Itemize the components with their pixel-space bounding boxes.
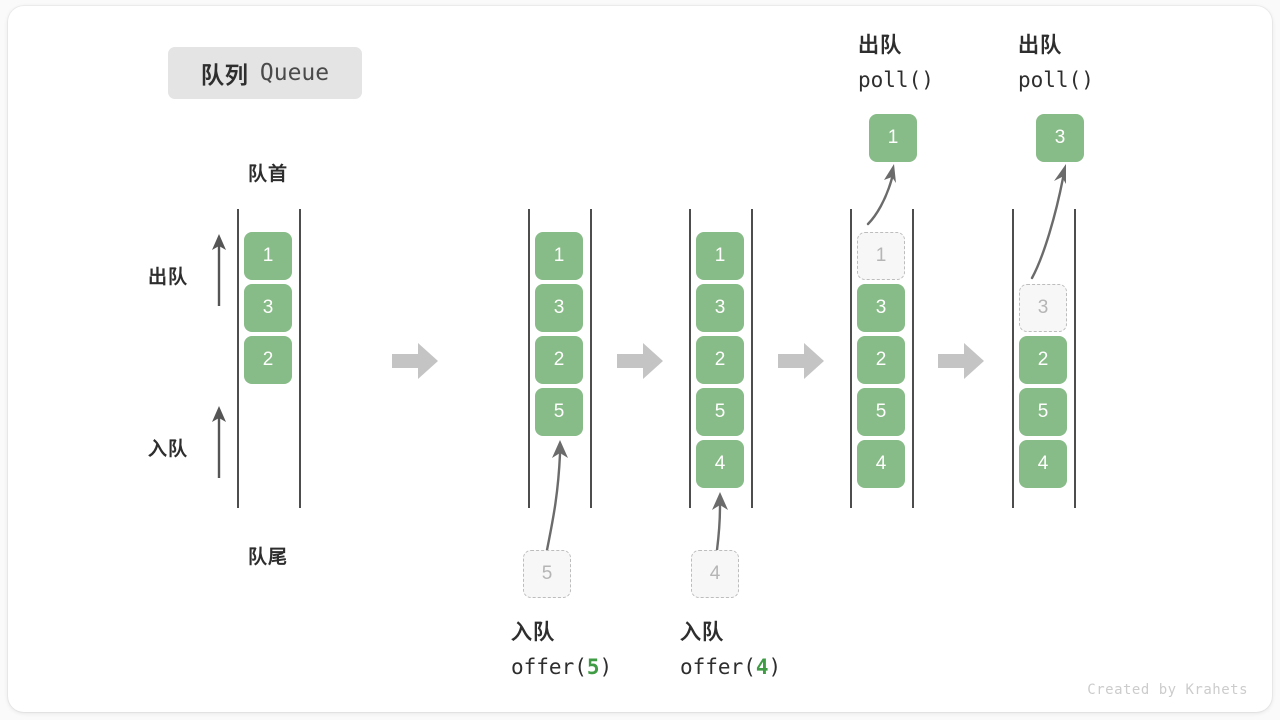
poll1-line2: poll() [858,68,934,92]
col5-cell-1-ghost: 3 [1019,284,1067,332]
col1-cell-2: 2 [244,336,292,384]
col2-rail-left [528,209,530,508]
col4-cell-3: 5 [857,388,905,436]
poll3-label: 出队 poll() [1018,29,1094,97]
col2-cell-2: 2 [535,336,583,384]
col5-cell-3: 5 [1019,388,1067,436]
dequeue-arrow-icon [208,232,230,308]
col4-rail-left [850,209,852,508]
col4-cell-1: 3 [857,284,905,332]
offer5-ghost-cell: 5 [523,550,571,598]
col3-cell-3: 5 [696,388,744,436]
col3-cell-4: 4 [696,440,744,488]
offer4-label: 入队 offer(4) [680,616,781,684]
offer5-label: 入队 offer(5) [511,616,612,684]
col3-rail-left [689,209,691,508]
col5-cell-2: 2 [1019,336,1067,384]
col1-cell-0: 1 [244,232,292,280]
col3-rail-right [751,209,753,508]
col2-cell-3: 5 [535,388,583,436]
poll3-line1: 出队 [1018,34,1062,57]
poll1-label: 出队 poll() [858,29,934,97]
col3-cell-0: 1 [696,232,744,280]
col5-cell-4: 4 [1019,440,1067,488]
col4-cell-4: 4 [857,440,905,488]
watermark: Created by Krahets [1087,682,1248,698]
col2-cell-0: 1 [535,232,583,280]
col1-rail-left [237,209,239,508]
enqueue-label: 入队 [148,439,189,460]
poll1-line1: 出队 [858,34,902,57]
poll1-curve-arrow-icon [858,160,918,226]
col4-cell-0-ghost: 1 [857,232,905,280]
col2-rail-right [590,209,592,508]
col3-cell-1: 3 [696,284,744,332]
step-arrow-3-icon [778,341,824,381]
offer5-curve-arrow-icon [528,436,598,552]
col4-rail-right [912,209,914,508]
step-arrow-1-icon [392,341,438,381]
offer4-curve-arrow-icon [700,488,750,552]
col4-cell-2: 2 [857,336,905,384]
offer4-line2: offer(4) [680,655,782,679]
col1-cell-1: 3 [244,284,292,332]
col2-cell-1: 3 [535,284,583,332]
poll3-curve-arrow-icon [1018,160,1088,280]
poll3-result-cell: 3 [1036,114,1084,162]
enqueue-arrow-icon [208,404,230,480]
col5-rail-right [1074,209,1076,508]
offer5-line1: 入队 [511,621,555,644]
dequeue-label: 出队 [148,267,189,288]
title-cn: 队列 [200,62,249,88]
poll1-result-cell: 1 [869,114,917,162]
rear-label: 队尾 [247,547,288,568]
offer4-ghost-cell: 4 [691,550,739,598]
poll3-line2: poll() [1018,68,1094,92]
col3-cell-2: 2 [696,336,744,384]
col1-rail-right [299,209,301,508]
front-label: 队首 [247,164,288,185]
title-en: Queue [259,60,330,86]
step-arrow-4-icon [938,341,984,381]
title-badge: 队列 Queue [168,47,362,99]
offer4-line1: 入队 [680,621,724,644]
step-arrow-2-icon [617,341,663,381]
col5-rail-left [1012,209,1014,508]
offer5-line2: offer(5) [511,655,613,679]
